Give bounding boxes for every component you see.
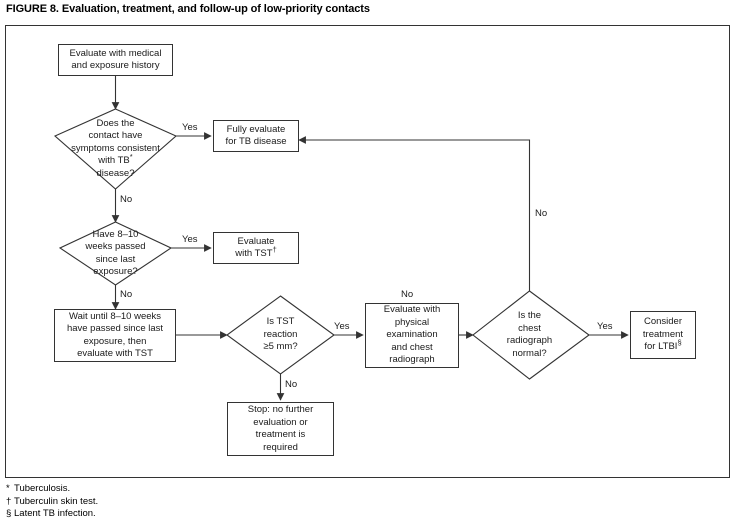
edge-label-physical-no: No [401,289,414,300]
node-consider-treatment-line2: treatment [642,328,684,340]
node-stop-line2: evaluation or [253,416,308,428]
decision-tst-shape [226,295,335,375]
decision-symptoms-shape [53,108,178,190]
decision-radiograph-shape [472,290,590,380]
node-evaluate-physical-line5: radiograph [389,354,435,366]
node-evaluate-physical-line4: and chest [391,341,433,353]
node-fully-evaluate-tb-line2: for TB disease [225,136,287,147]
figure-title: FIGURE 8. Evaluation, treatment, and fol… [6,3,370,15]
node-stop-line3: treatment is [255,429,306,440]
edge-label-symptoms-no: No [120,194,133,205]
footnote-text: Latent TB infection. [14,508,96,520]
node-evaluate-physical-line3: examination [386,329,438,341]
node-evaluate-history: Evaluate with medical and exposure histo… [58,44,173,76]
edge-label-weeks-yes: Yes [182,234,198,245]
node-wait-weeks-line1: Wait until 8–10 weeks [68,310,162,322]
footnote-marker-section: § [677,338,682,348]
edge-label-symptoms-yes: Yes [182,122,198,133]
footnote-mark: † [6,495,12,507]
node-consider-treatment-line1: Consider [643,316,682,328]
footnote-item: * Tuberculosis. [6,483,98,496]
node-evaluate-tst-line1: Evaluate [237,235,275,247]
node-wait-weeks: Wait until 8–10 weeks have passed since … [54,309,176,362]
node-stop: Stop: no further evaluation or treatment… [227,402,334,456]
decision-weeks-shape [58,221,173,286]
node-wait-weeks-line3: exposure, then [83,335,147,347]
node-fully-evaluate-tb: Fully evaluate for TB disease [213,120,299,152]
edge-label-weeks-no: No [120,289,133,300]
node-evaluate-tst: Evaluate with TST† [213,232,299,264]
footnote-item: §Latent TB infection. [6,508,98,521]
footnote-item: †Tuberculin skin test. [6,496,98,509]
edge-label-radiograph-no: No [535,208,548,219]
node-wait-weeks-line4: evaluate with TST [77,348,153,359]
node-consider-treatment: Consider treatment for LTBI§ [630,311,696,359]
node-fully-evaluate-tb-line1: Fully evaluate [226,123,286,135]
node-evaluate-physical: Evaluate with physical examination and c… [365,303,459,368]
footnote-mark: * [6,483,10,494]
node-wait-weeks-line2: have passed since last [66,323,164,334]
figure-frame: Evaluate with medical and exposure histo… [5,25,730,478]
node-stop-line1: Stop: no further [247,404,314,415]
flowchart-connectors [53,76,629,401]
footnotes: * Tuberculosis. †Tuberculin skin test. §L… [6,483,98,521]
node-evaluate-tst-line2: with TST [235,248,273,259]
edge-label-tst-no: No [285,379,298,390]
footnote-marker-dagger: † [272,244,277,254]
node-stop-line4: required [263,441,298,453]
node-evaluate-physical-line2: physical [394,316,430,328]
node-evaluate-history-line1: Evaluate with medical [69,47,162,59]
node-consider-treatment-line3: for LTBI [644,341,678,353]
edge-label-radiograph-yes: Yes [597,321,613,332]
footnote-text: Tuberculosis. [14,483,71,494]
footnote-text: Tuberculin skin test. [14,495,99,507]
node-evaluate-history-line2: and exposure history [71,60,160,71]
edge-label-tst-yes: Yes [334,321,350,332]
footnote-mark: § [6,508,12,520]
node-evaluate-physical-line1: Evaluate with [383,304,441,316]
